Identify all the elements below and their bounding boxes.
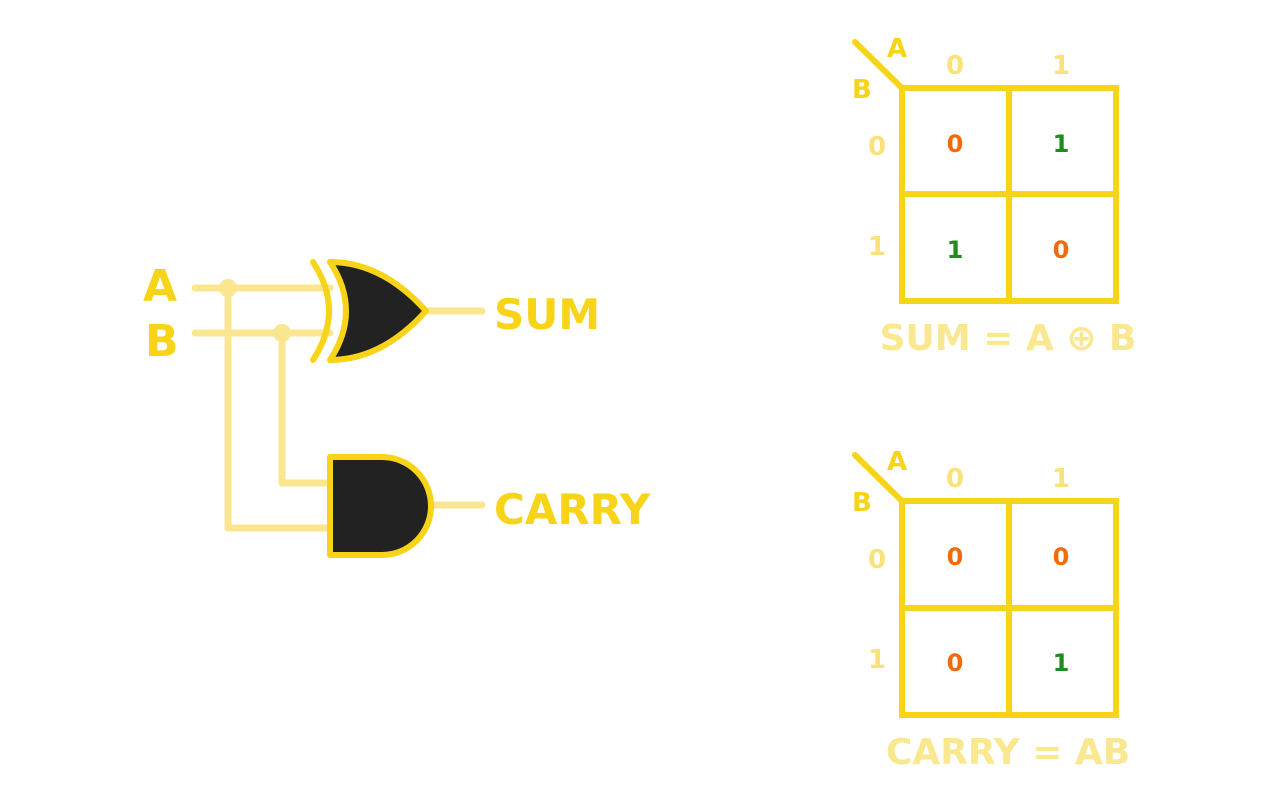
kmap-cell: 0 bbox=[947, 649, 964, 677]
xor-gate bbox=[310, 259, 429, 363]
kmap-var-b-label: B bbox=[852, 488, 872, 518]
kmap-var-b-label: B bbox=[852, 75, 872, 105]
input-b-label: B bbox=[145, 316, 179, 367]
input-a-label: A bbox=[143, 261, 177, 312]
kmap-col-header: 1 bbox=[1052, 51, 1070, 81]
wire-a-to-and bbox=[224, 284, 334, 532]
kmap-var-a-label: A bbox=[887, 447, 907, 477]
sum-output-label: SUM bbox=[494, 290, 600, 339]
junction-a bbox=[219, 279, 237, 297]
wire-b-to-and bbox=[278, 329, 334, 487]
kmap-cell: 0 bbox=[947, 130, 964, 158]
kmap-cell: 0 bbox=[947, 543, 964, 571]
kmap-row-header: 0 bbox=[868, 545, 886, 575]
kmap-row-header: 1 bbox=[868, 645, 886, 675]
kmap-var-a-label: A bbox=[887, 34, 907, 64]
and-gate bbox=[327, 454, 434, 558]
xor-gate-body bbox=[327, 259, 429, 363]
kmap-row-header: 1 bbox=[868, 232, 886, 262]
kmap-col-header: 1 bbox=[1052, 464, 1070, 494]
and-gate-body bbox=[327, 454, 434, 558]
kmap-equation: CARRY = AB bbox=[886, 732, 1130, 773]
kmap-row-header: 0 bbox=[868, 132, 886, 162]
kmap-col-header: 0 bbox=[946, 51, 964, 81]
kmap-sum: A B 0 1 0 1 0 1 1 0 SUM = A ⊕ B bbox=[852, 34, 1136, 359]
carry-output-label: CARRY bbox=[494, 485, 651, 534]
kmap-equation: SUM = A ⊕ B bbox=[880, 318, 1137, 359]
xor-gate-back-curve bbox=[310, 259, 332, 363]
kmap-cell: 0 bbox=[1053, 236, 1070, 264]
kmap-corner-divider bbox=[852, 452, 905, 504]
kmap-cell: 1 bbox=[1053, 130, 1070, 158]
kmap-carry: A B 0 1 0 1 0 0 0 1 CARRY = AB bbox=[852, 447, 1130, 773]
junction-b bbox=[273, 324, 291, 342]
kmap-corner-divider bbox=[852, 39, 905, 91]
kmap-cell: 0 bbox=[1053, 543, 1070, 571]
kmap-cell: 1 bbox=[947, 236, 964, 264]
circuit-wires bbox=[191, 279, 486, 532]
kmap-col-header: 0 bbox=[946, 464, 964, 494]
kmap-cell: 1 bbox=[1053, 649, 1070, 677]
